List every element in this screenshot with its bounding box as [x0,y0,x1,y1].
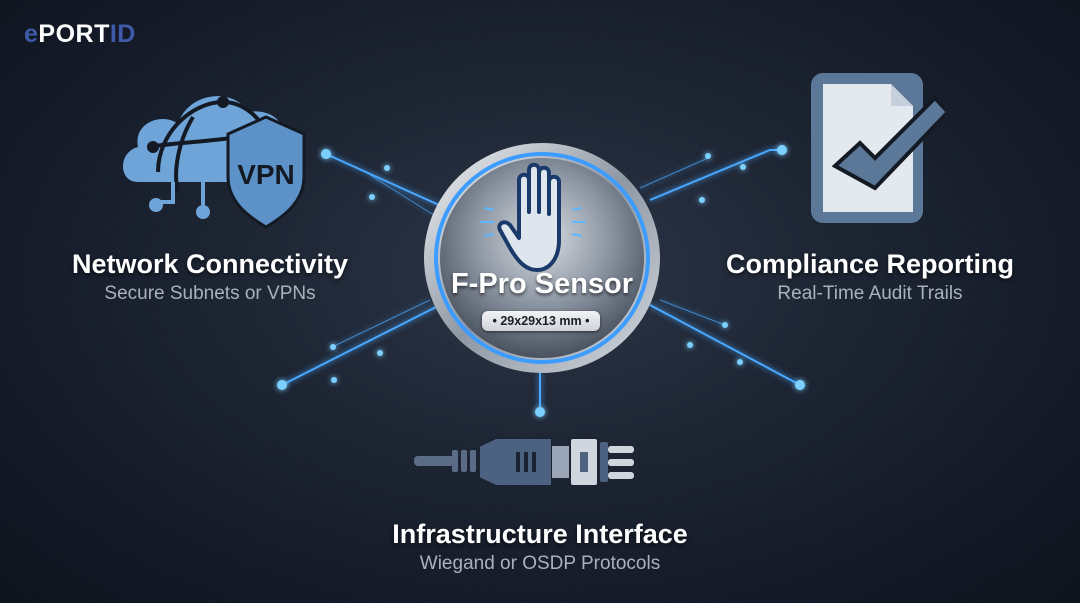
feature-network-connectivity: Network Connectivity Secure Subnets or V… [40,248,380,306]
feature-infrastructure-interface: Infrastructure Interface Wiegand or OSDP… [340,518,740,576]
feature-title: Infrastructure Interface [392,519,688,549]
sensor-dimensions-badge: • 29x29x13 mm • [482,311,600,331]
document-checkmark-icon [811,73,945,223]
feature-title: Compliance Reporting [725,249,1015,279]
feature-title: Network Connectivity [71,249,349,279]
cloud-vpn-shield-icon: VPN [123,96,306,229]
brand-logo: ePORTID [24,20,136,49]
connector-plug-icon [414,437,634,487]
f-pro-sensor-disk [424,143,660,373]
vpn-label: VPN [237,159,295,190]
feature-subtitle: Secure Subnets or VPNs [104,283,316,304]
logo-suffix: ID [109,20,136,48]
hand-palm-icon [497,162,561,272]
logo-middle: PORT [38,20,110,48]
feature-compliance-reporting: Compliance Reporting Real-Time Audit Tra… [700,248,1040,306]
sensor-title: F-Pro Sensor [450,268,634,300]
feature-subtitle: Real-Time Audit Trails [777,283,963,304]
feature-subtitle: Wiegand or OSDP Protocols [419,553,661,574]
logo-prefix: e [24,20,39,48]
